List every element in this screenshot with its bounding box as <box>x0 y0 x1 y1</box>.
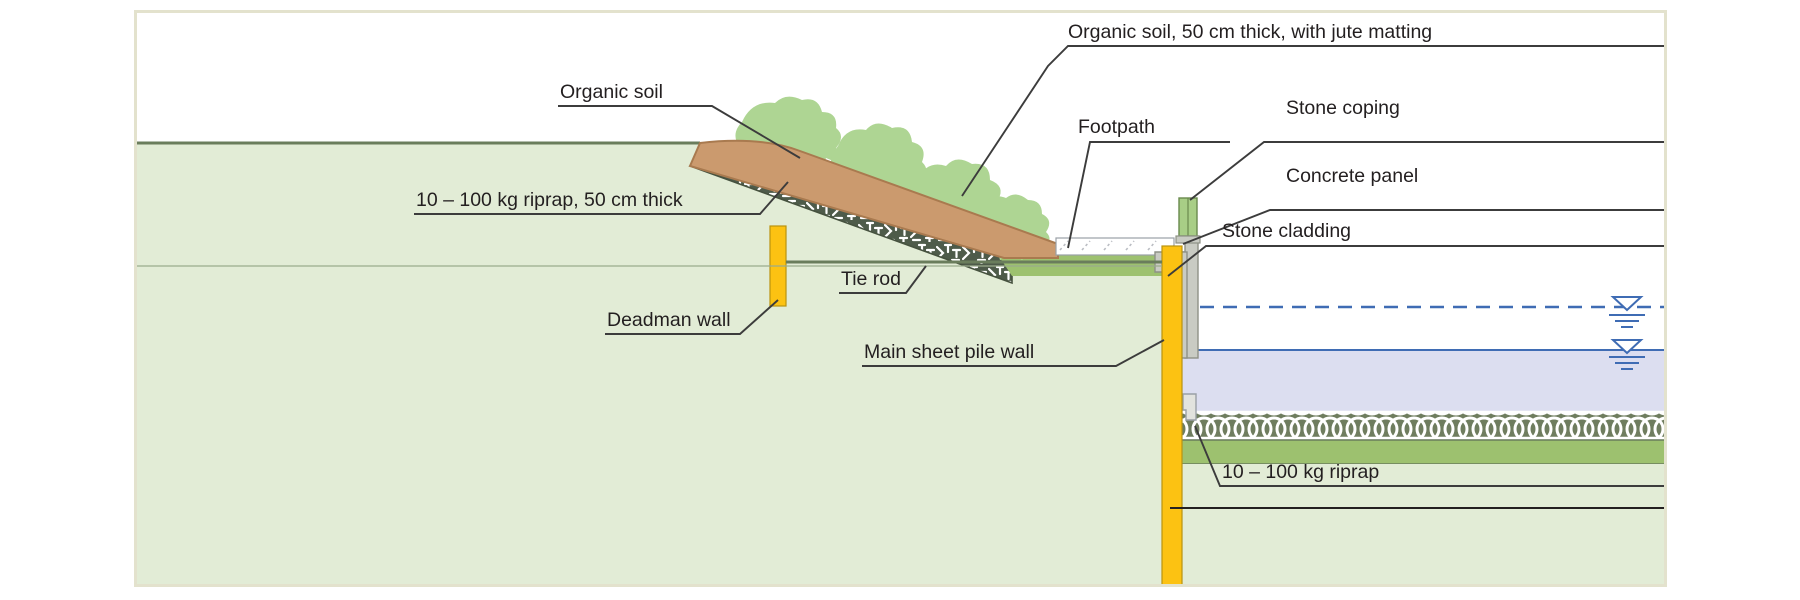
label-riprap-slope: 10 – 100 kg riprap, 50 cm thick <box>416 189 683 211</box>
label-stone-cladding: Stone cladding <box>1222 220 1351 242</box>
leader-main-sheet-pile <box>862 339 1165 367</box>
high-water-level-symbol <box>1609 296 1645 328</box>
main-sheet-pile-wall <box>1161 245 1183 586</box>
wall-anchor-bracket <box>1182 393 1197 421</box>
label-deadman-wall: Deadman wall <box>607 309 731 331</box>
label-main-sheet-pile: Main sheet pile wall <box>864 341 1034 363</box>
leader-lines <box>414 45 1666 487</box>
riverbed-riprap-layer <box>1170 412 1666 438</box>
label-organic-soil: Organic soil <box>560 81 663 103</box>
label-tie-rod: Tie rod <box>841 268 901 290</box>
leader-organic-soil-jute <box>961 45 1666 197</box>
leader-riprap-slope <box>414 181 789 215</box>
leader-riprap-bed <box>1194 425 1666 487</box>
leader-concrete-panel <box>1182 209 1666 245</box>
label-concrete-panel: Concrete panel <box>1286 165 1418 187</box>
landside-ground-fill <box>135 143 1162 586</box>
diagram-frame-border <box>134 10 1667 587</box>
leader-tie-rod <box>839 265 927 294</box>
leader-stone-coping <box>1189 141 1666 201</box>
leader-organic-soil <box>558 105 801 159</box>
leader-footpath <box>1067 141 1230 249</box>
riverbed-green-layer <box>1170 440 1666 464</box>
low-water-level-symbol <box>1609 339 1645 370</box>
riverbed-substrate <box>1170 464 1666 586</box>
quay-subgrade-green-top <box>1000 252 1162 260</box>
label-stone-coping: Stone coping <box>1286 97 1400 119</box>
leader-stone-cladding <box>1167 245 1666 277</box>
label-footpath: Footpath <box>1078 116 1155 138</box>
leader-deadman-wall <box>605 299 779 335</box>
sky-region <box>135 11 1666 143</box>
label-organic-soil-jute: Organic soil, 50 cm thick, with jute mat… <box>1068 21 1432 43</box>
label-riprap-bed: 10 – 100 kg riprap <box>1222 461 1379 483</box>
